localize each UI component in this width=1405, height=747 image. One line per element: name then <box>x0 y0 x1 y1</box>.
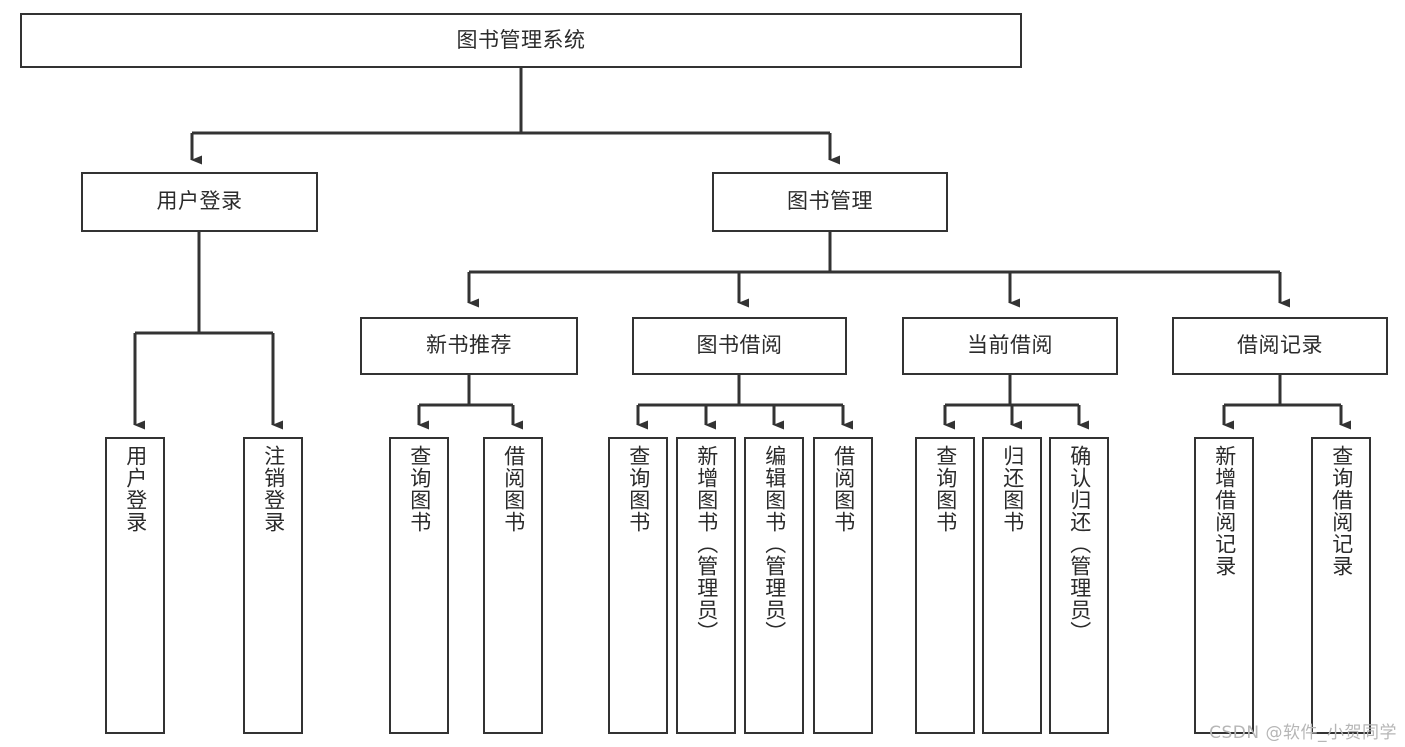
node-label: 新增图书（管理员） <box>694 445 719 643</box>
leaf-newbook-borrow-book[interactable]: 借阅图书 <box>483 437 543 734</box>
leaf-newbook-query-book[interactable]: 查询图书 <box>389 437 449 734</box>
leaf-current-confirm-return-admin[interactable]: 确认归还（管理员） <box>1049 437 1109 734</box>
node-label: 借阅图书 <box>831 445 856 533</box>
watermark-text: CSDN @软件_小贺同学 <box>1209 723 1397 743</box>
node-label: 用户登录 <box>156 189 243 214</box>
node-label: 归还图书 <box>1000 445 1025 533</box>
node-label: 编辑图书（管理员） <box>762 445 787 643</box>
leaf-current-return-book[interactable]: 归还图书 <box>982 437 1042 734</box>
node-user-login[interactable]: 用户登录 <box>81 172 318 232</box>
leaf-record-add-record[interactable]: 新增借阅记录 <box>1194 437 1254 734</box>
node-label: 查询图书 <box>626 445 651 533</box>
node-label: 查询图书 <box>407 445 432 533</box>
node-book-management[interactable]: 图书管理 <box>712 172 948 232</box>
node-borrow-record[interactable]: 借阅记录 <box>1172 317 1388 375</box>
leaf-borrow-query-book[interactable]: 查询图书 <box>608 437 668 734</box>
node-label: 查询借阅记录 <box>1329 445 1354 577</box>
node-label: 新书推荐 <box>426 333 512 358</box>
node-label: 查询图书 <box>933 445 958 533</box>
node-label: 图书管理 <box>787 189 873 214</box>
leaf-borrow-edit-book-admin[interactable]: 编辑图书（管理员） <box>744 437 804 734</box>
leaf-record-query-record[interactable]: 查询借阅记录 <box>1311 437 1371 734</box>
node-label: 新增借阅记录 <box>1212 445 1237 577</box>
node-label: 图书管理系统 <box>456 27 586 52</box>
node-root-system[interactable]: 图书管理系统 <box>20 13 1022 68</box>
node-label: 确认归还（管理员） <box>1067 445 1092 643</box>
node-current-borrow[interactable]: 当前借阅 <box>902 317 1118 375</box>
leaf-borrow-add-book-admin[interactable]: 新增图书（管理员） <box>676 437 736 734</box>
node-label: 借阅记录 <box>1237 333 1323 358</box>
node-label: 注销登录 <box>261 445 286 533</box>
leaf-borrow-borrow-book[interactable]: 借阅图书 <box>813 437 873 734</box>
leaf-user-login[interactable]: 用户登录 <box>105 437 165 734</box>
node-label: 借阅图书 <box>501 445 526 533</box>
leaf-current-query-book[interactable]: 查询图书 <box>915 437 975 734</box>
node-label: 当前借阅 <box>967 333 1053 358</box>
node-book-borrow[interactable]: 图书借阅 <box>632 317 847 375</box>
node-new-book-recommend[interactable]: 新书推荐 <box>360 317 578 375</box>
leaf-logout[interactable]: 注销登录 <box>243 437 303 734</box>
node-label: 用户登录 <box>123 445 148 533</box>
node-label: 图书借阅 <box>696 333 783 358</box>
